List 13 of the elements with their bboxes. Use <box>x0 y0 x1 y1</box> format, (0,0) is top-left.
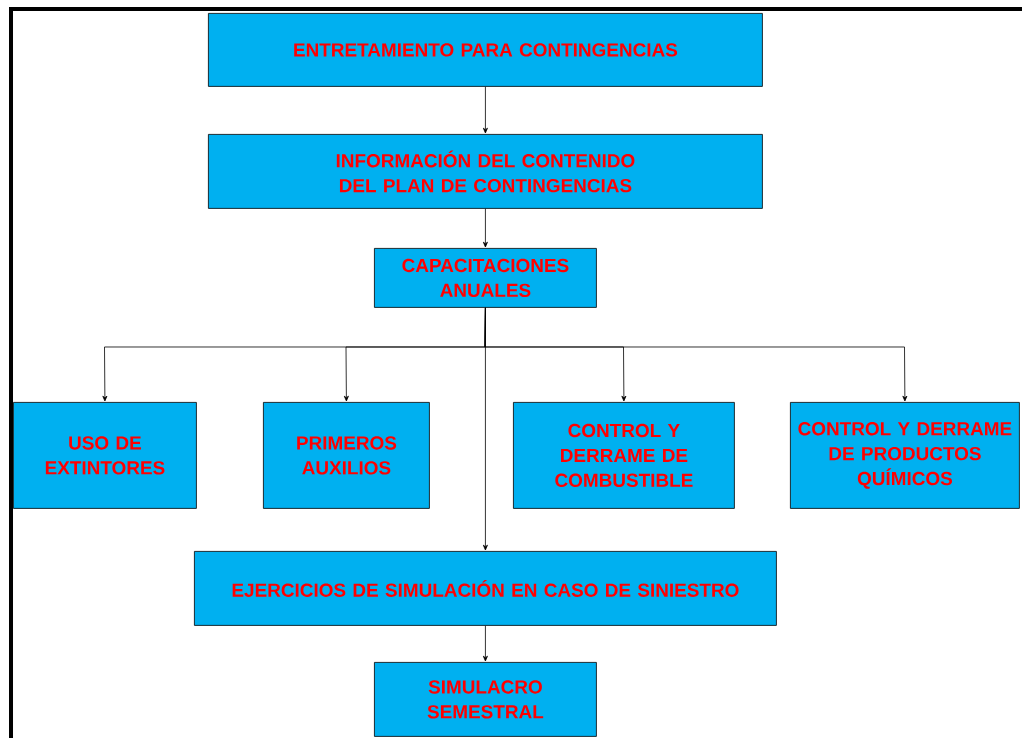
arrow <box>482 208 488 248</box>
arrow <box>482 86 488 134</box>
process-box: SIMULACRO SEMESTRAL <box>374 662 597 737</box>
process-box: PRIMEROS AUXILIOS <box>263 402 430 509</box>
process-box: USO DE EXTINTORES <box>13 402 197 509</box>
process-box: CAPACITACIONES ANUALES <box>374 248 597 308</box>
process-box: CONTROL Y DERRAME DE COMBUSTIBLE <box>513 402 735 509</box>
arrow <box>482 625 488 662</box>
process-box: EJERCICIOS DE SIMULACIÓN EN CASO DE SINIESTRO <box>194 551 777 626</box>
process-box: CONTROL Y DERRAME DE PRODUCTOS QUÍMICOS <box>790 402 1020 509</box>
process-box: INFORMACIÓN DEL CONTENIDO DEL PLAN DE CONTINGENCIAS <box>208 134 763 209</box>
arrow <box>482 307 488 551</box>
process-box: ENTRETAMIENTO PARA CONTINGENCIAS <box>208 13 763 87</box>
